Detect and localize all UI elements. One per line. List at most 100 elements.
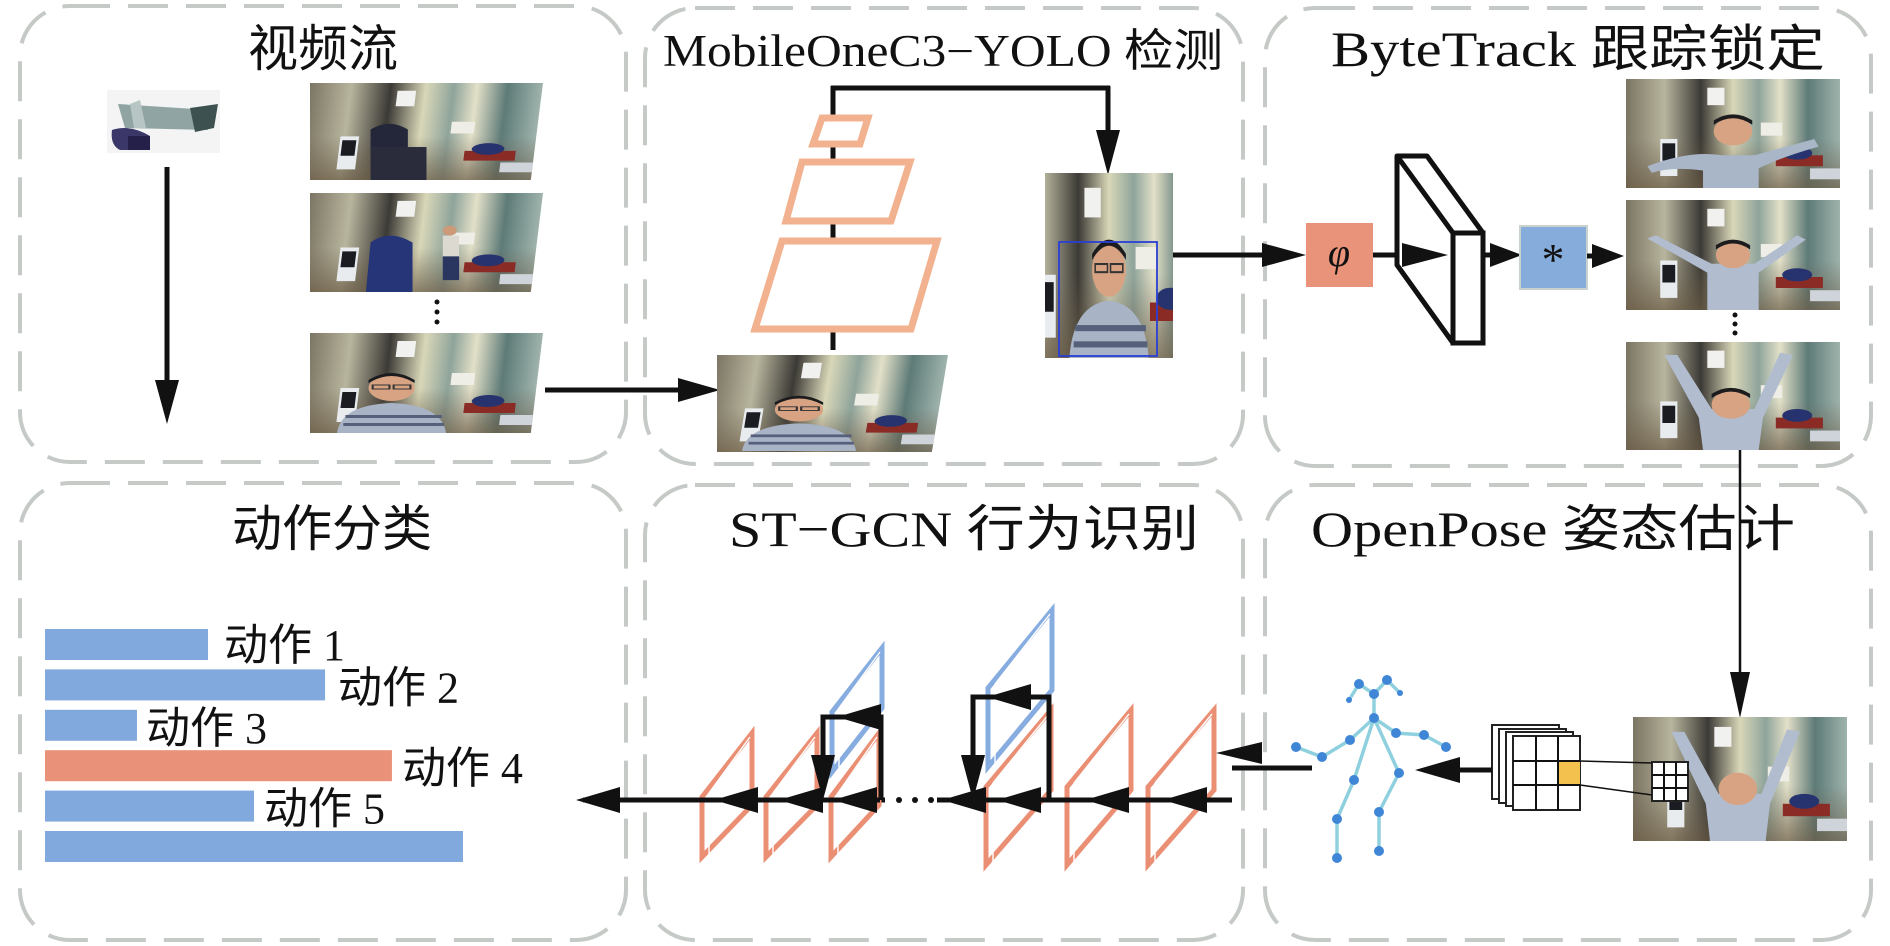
bar-label-3: 动作 3 — [146, 704, 267, 753]
stgcn-network — [576, 603, 1232, 872]
flow-arrowhead — [1163, 787, 1207, 813]
feature-map-large — [750, 237, 942, 333]
skeleton-joint — [1391, 728, 1401, 738]
arrow-to-correlation — [1483, 243, 1522, 267]
skeleton-joint — [1354, 679, 1364, 689]
flow-arrowhead — [779, 787, 823, 813]
tracked-frame-2 — [1626, 200, 1840, 310]
skeleton-joint — [1369, 713, 1379, 723]
phi-box — [1306, 223, 1373, 287]
feature-map-small — [808, 114, 873, 148]
ellipsis-frames — [434, 299, 440, 325]
flow-arrowhead — [997, 787, 1041, 813]
stgcn-block — [1145, 703, 1217, 872]
flow-arrowhead — [714, 787, 758, 813]
skeleton-joint — [1374, 807, 1384, 817]
classification-bar-chart: 动作 1动作 2 动作 3 动作 4 动作 5 — [45, 621, 523, 862]
bar-3 — [45, 709, 137, 741]
skip-arrowhead — [811, 755, 835, 800]
panel-title-pose: OpenPose 姿态估计 — [1311, 501, 1795, 557]
panel-video-stream — [18, 4, 628, 464]
flow-arrowhead — [1085, 787, 1129, 813]
ellipsis-dot — [896, 797, 902, 803]
stream-arrow-down — [155, 167, 179, 424]
skeleton-joint — [1419, 730, 1429, 740]
skeleton-bone — [1377, 772, 1401, 813]
bar-4 — [45, 750, 392, 782]
skeleton-graph — [1291, 675, 1451, 863]
panel-detection — [643, 6, 1245, 466]
ellipsis-dot — [928, 797, 934, 803]
bar-label-4: 动作 4 — [402, 744, 523, 793]
panel-title-tracking: ByteTrack 跟踪锁定 — [1331, 21, 1825, 77]
panel-title-detection: MobileOneC3−YOLO 检测 — [663, 26, 1223, 76]
bar-label-1: 动作 1 — [224, 621, 345, 670]
panel-title-recognition: ST−GCN 行为识别 — [729, 501, 1199, 557]
surveillance-camera-icon — [107, 90, 220, 153]
skeleton-joint — [1397, 690, 1403, 696]
skeleton-joint — [1345, 735, 1355, 745]
correlation-symbol: * — [1542, 234, 1565, 285]
skeleton-bone — [1321, 738, 1351, 759]
skip-arrowhead — [987, 684, 1031, 710]
stgcn-block — [699, 725, 755, 864]
skeleton-bone — [1352, 717, 1376, 781]
pose-input-frame — [1633, 717, 1847, 841]
arrow-into-stgcn — [1216, 742, 1262, 771]
skip-arrowhead — [837, 704, 881, 730]
heatmap-highlight-cell — [1558, 761, 1580, 785]
skeleton-joint — [1332, 814, 1342, 824]
skeleton-joint — [1441, 742, 1451, 752]
skeleton-joint — [1369, 689, 1379, 699]
panel-recognition — [643, 483, 1245, 942]
arrow-to-pose — [1730, 450, 1750, 718]
detection-output-frame — [1045, 173, 1173, 358]
output-arrowhead — [576, 787, 620, 813]
ellipsis-dot — [912, 797, 918, 803]
skeleton-joint — [1349, 775, 1359, 785]
tracked-frame-1 — [1626, 79, 1840, 188]
bar-label-2: 动作 2 — [338, 663, 459, 712]
panel-title-classification: 动作分类 — [232, 501, 432, 557]
skip-arrowhead — [961, 755, 985, 800]
skeleton-joint — [1374, 846, 1384, 856]
panel-classification — [18, 481, 628, 942]
panel-pose — [1263, 483, 1873, 942]
skeleton-joint — [1291, 742, 1301, 752]
detection-bounding-box — [1058, 241, 1158, 357]
panel-tracking — [1263, 6, 1873, 468]
flow-arrowhead — [833, 787, 877, 813]
detection-input-frame — [717, 355, 948, 452]
bar-label-5: 动作 5 — [264, 785, 385, 834]
stgcn-block — [1064, 703, 1134, 872]
bar-2 — [45, 669, 326, 701]
residual-block — [829, 640, 885, 780]
conv-block — [1394, 153, 1486, 346]
flow-arrowhead — [942, 787, 986, 813]
skeleton-joint — [1346, 697, 1352, 703]
video-frame-1 — [310, 83, 543, 180]
skeleton-bone — [1372, 717, 1401, 774]
skeleton-bone — [1335, 779, 1356, 820]
heatmap-stack — [1491, 724, 1653, 811]
skeleton-joint — [1332, 853, 1342, 863]
ellipsis-tracked — [1732, 312, 1738, 336]
skeleton-bone — [1348, 716, 1376, 742]
bar-6 — [45, 831, 463, 862]
video-frame-3 — [310, 333, 543, 433]
bar-5 — [45, 790, 254, 822]
skeleton-joint — [1317, 752, 1327, 762]
arrow-to-detection — [545, 378, 720, 402]
panel-title-video-stream: 视频流 — [248, 21, 398, 77]
phi-symbol: φ — [1328, 230, 1350, 275]
skeleton-joint — [1394, 768, 1404, 778]
arrow-to-skeleton — [1415, 757, 1492, 783]
bar-1 — [45, 629, 209, 660]
arrow-to-tracked-frames — [1587, 244, 1624, 268]
video-frame-2 — [310, 193, 543, 292]
skeleton-joint — [1382, 675, 1392, 685]
arrow-to-tracking — [1173, 243, 1306, 267]
tracked-frame-3 — [1626, 342, 1840, 450]
stgcn-block — [763, 725, 820, 864]
